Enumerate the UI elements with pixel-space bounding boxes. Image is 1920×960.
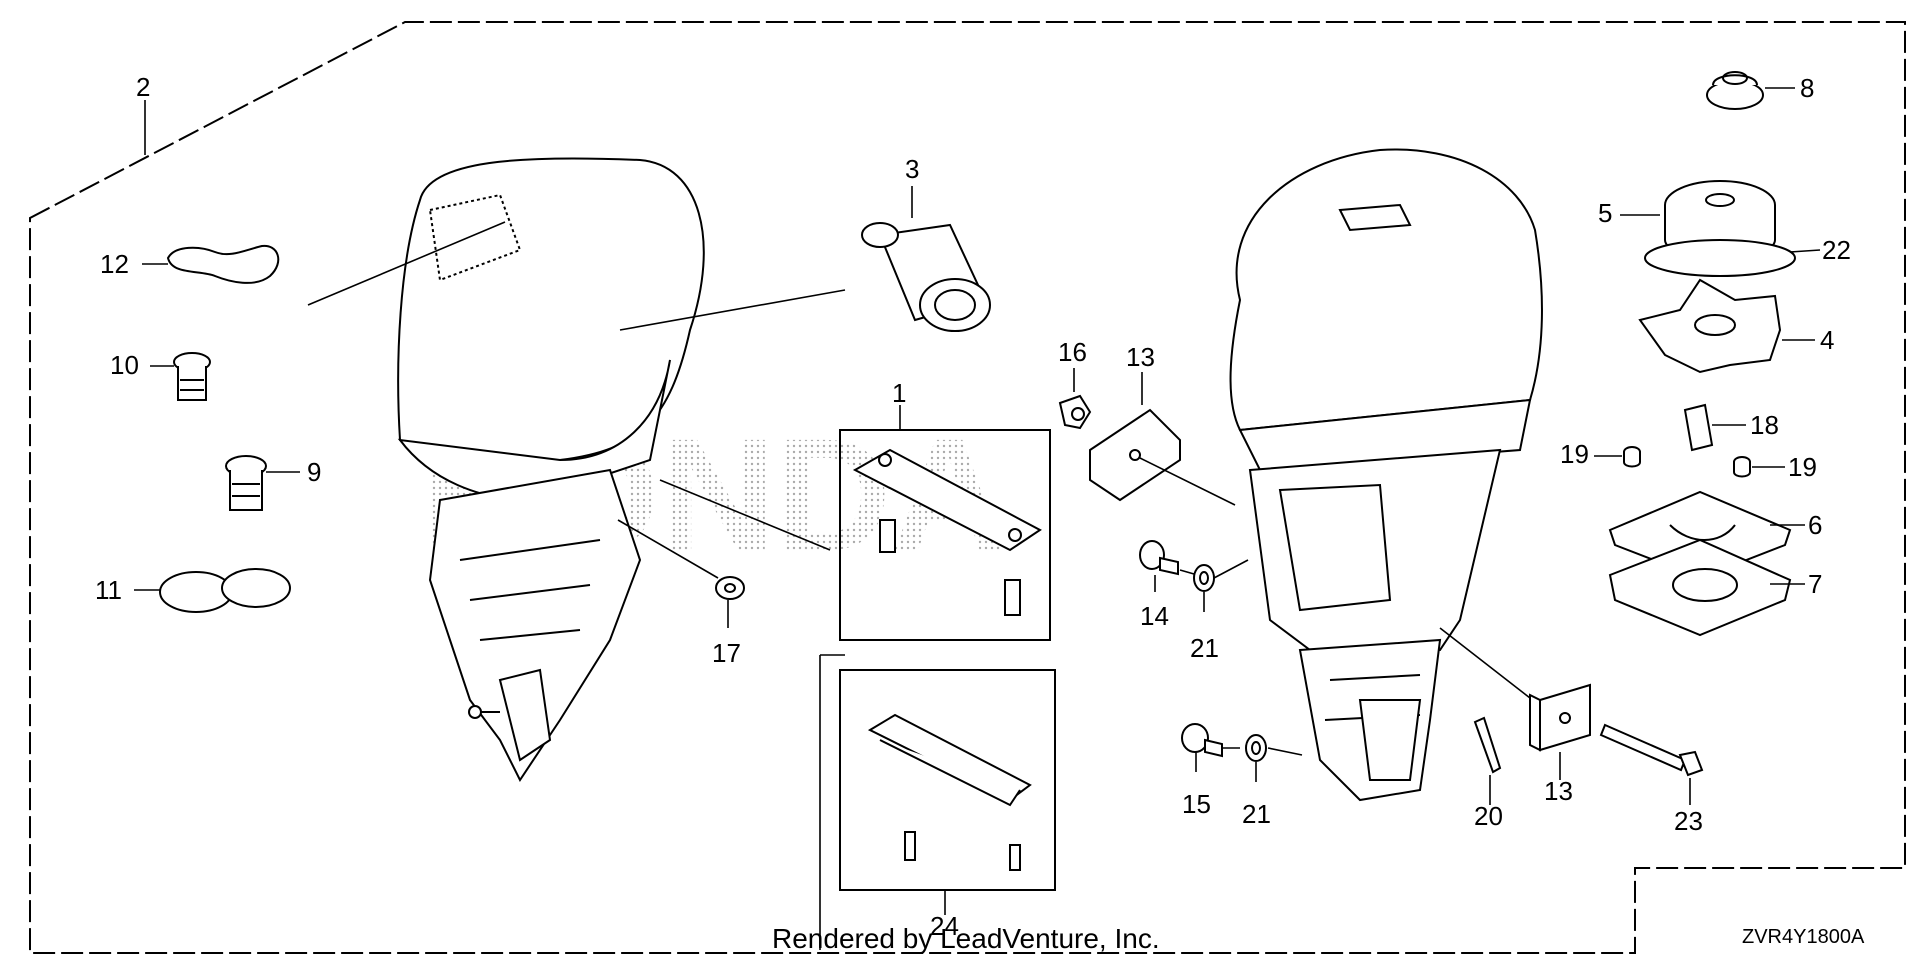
- callout-19-left: 19: [1560, 439, 1589, 469]
- diagram-code: ZVR4Y1800A: [1742, 926, 1865, 948]
- bolt-14: [1139, 540, 1179, 576]
- gasket-7: [1608, 538, 1792, 637]
- callout-6: 6: [1808, 510, 1822, 540]
- key-18: [1683, 403, 1714, 452]
- impeller-4: [1638, 278, 1782, 374]
- pin-19-left: [1623, 446, 1641, 468]
- callout-23: 23: [1674, 806, 1703, 836]
- callout-22: 22: [1822, 235, 1851, 265]
- kit-boundary-frame: [29, 21, 1906, 954]
- callout-24: 24: [930, 911, 959, 941]
- callout-5: 5: [1598, 198, 1612, 228]
- nut-16: [1058, 394, 1092, 430]
- anode-block-13-left: [1089, 408, 1181, 502]
- callout-21-lower: 21: [1242, 799, 1271, 829]
- callout-13-right: 13: [1544, 776, 1573, 806]
- gasket-22: [1644, 239, 1796, 277]
- oil-filter-3: [861, 222, 991, 332]
- bolt-23: [1599, 723, 1704, 777]
- callout-12: 12: [100, 249, 129, 279]
- callout-18: 18: [1750, 410, 1779, 440]
- anode-kit-box-1: [839, 429, 1051, 641]
- callout-8: 8: [1800, 73, 1814, 103]
- washer-21-lower: [1245, 734, 1267, 762]
- right-outboard-motor: [1229, 148, 1543, 802]
- callout-17: 17: [712, 638, 741, 668]
- callout-4: 4: [1820, 325, 1834, 355]
- callout-15: 15: [1182, 789, 1211, 819]
- callout-16: 16: [1058, 337, 1087, 367]
- callout-9: 9: [307, 457, 321, 487]
- render-credit: Rendered by LeadVenture, Inc.: [772, 923, 1160, 954]
- callout-19-right: 19: [1788, 452, 1817, 482]
- pin-19-right: [1733, 456, 1751, 478]
- callout-13-left: 13: [1126, 342, 1155, 372]
- grommet-8: [1706, 71, 1764, 110]
- callout-2: 2: [136, 72, 150, 102]
- callout-1: 1: [892, 378, 906, 408]
- callout-21-upper: 21: [1190, 633, 1219, 663]
- thermostat-9: [225, 455, 267, 511]
- callout-3: 3: [905, 154, 919, 184]
- washer-21-upper: [1193, 564, 1215, 592]
- o-ring-11: [159, 568, 291, 613]
- pin-20: [1473, 716, 1502, 774]
- callout-14: 14: [1140, 601, 1169, 631]
- callout-7: 7: [1808, 569, 1822, 599]
- washer-17: [715, 576, 745, 600]
- callout-20: 20: [1474, 801, 1503, 831]
- callout-10: 10: [110, 350, 139, 380]
- anode-block-13-right: [1529, 683, 1591, 752]
- bolt-15: [1181, 723, 1223, 758]
- thermostat-10: [173, 352, 211, 401]
- anode-kit-box-24: [839, 669, 1056, 891]
- callout-11: 11: [95, 575, 122, 605]
- gasket-12: [166, 244, 280, 284]
